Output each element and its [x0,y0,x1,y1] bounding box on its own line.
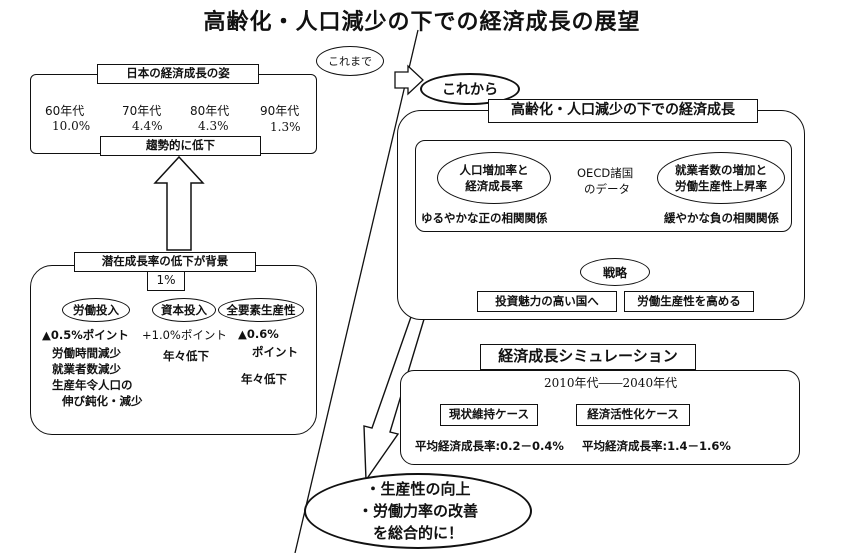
potential-growth-header: 潜在成長率の低下が背景 [74,252,256,272]
tfp-label: 全要素生産性 [226,303,296,317]
labor-note-3: 生産年令人口の [52,378,133,392]
trend-label: 趨勢的に低下 [100,136,261,156]
decade-90s-value: 1.3% [270,120,301,134]
population-oval-line-2: 経済成長率 [465,179,523,193]
population-growth-oval: 人口増加率と経済成長率 [437,152,551,204]
population-oval-line-1: 人口増加率と [459,163,529,177]
capital-note: 年々低下 [163,349,209,363]
tfp-value-1: ▲0.6% [238,327,279,341]
strategy-investment: 投資魅力の高い国へ [477,291,617,312]
potential-rate: 1% [147,271,185,291]
labor-input-oval: 労働投入 [62,298,130,322]
divider-line [294,29,419,553]
simulation-period: 2010年代――2040年代 [544,376,678,390]
aging-growth-header: 高齢化・人口減少の下での経済成長 [488,99,758,123]
conclusion-line-3: を総合的に！ [372,524,463,542]
tfp-oval: 全要素生産性 [218,298,304,322]
up-arrow [153,155,205,251]
negative-correlation-label: 緩やかな負の相関関係 [664,211,779,225]
revitalization-rate: 平均経済成長率:1.4－1.6% [582,439,731,453]
conclusion-line-1: ・生産性の向上 [365,480,471,498]
strategy-oval: 戦略 [580,258,650,286]
oecd-label-1: OECD諸国 [577,166,634,180]
from-now-label: これから [442,82,498,98]
labor-input-value: ▲0.5%ポイント [42,328,129,342]
until-now-label: これまで [328,55,372,68]
decade-70s-label: 70年代 [122,104,162,118]
status-quo-case: 現状維持ケース [440,404,538,426]
capital-input-value: +1.0%ポイント [142,328,227,342]
tfp-value-2: ポイント [252,345,298,359]
decade-80s-label: 80年代 [190,104,230,118]
tfp-note: 年々低下 [241,372,287,386]
conclusion-line-2: ・労働力率の改善 [357,502,478,520]
revitalization-case: 経済活性化ケース [576,404,690,426]
until-now-oval: これまで [316,46,384,76]
capital-input-oval: 資本投入 [152,298,216,322]
employment-productivity-oval: 就業者数の増加と労働生産性上昇率 [657,152,785,204]
potential-growth-box [30,265,317,435]
labor-input-label: 労働投入 [73,303,119,317]
labor-note-1: 労働時間減少 [52,346,121,360]
labor-note-2: 就業者数減少 [52,362,121,376]
positive-correlation-label: ゆるやかな正の相関関係 [421,211,548,225]
right-arrow [394,64,424,96]
strategy-productivity: 労働生産性を高める [624,291,754,312]
decade-90s-label: 90年代 [260,104,300,118]
employment-oval-line-1: 就業者数の増加と [675,163,767,177]
oecd-label-2: のデータ [584,182,630,196]
capital-input-label: 資本投入 [161,303,207,317]
japan-growth-header: 日本の経済成長の姿 [97,64,259,84]
decade-70s-value: 4.4% [132,119,163,133]
page-title: 高齢化・人口減少の下での経済成長の展望 [203,10,641,35]
status-quo-rate: 平均経済成長率:0.2－0.4% [415,439,564,453]
decade-80s-value: 4.3% [198,119,229,133]
labor-note-4: 伸び鈍化・減少 [62,394,143,408]
conclusion-oval: ・生産性の向上 ・労働力率の改善 を総合的に！ [304,473,532,549]
strategy-label: 戦略 [602,265,627,280]
employment-oval-line-2: 労働生産性上昇率 [675,179,767,193]
decade-60s-value: 10.0% [52,119,91,133]
simulation-header: 経済成長シミュレーション [480,344,696,370]
decade-60s-label: 60年代 [45,104,85,118]
